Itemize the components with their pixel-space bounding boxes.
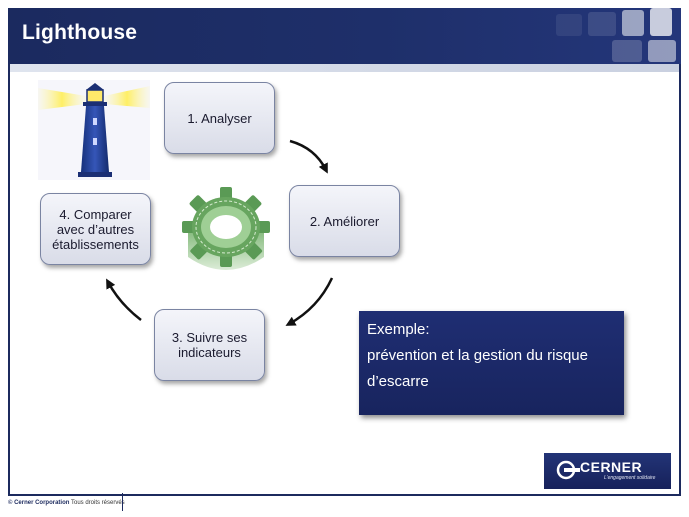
logo-tagline: L’engagement solidaire (604, 475, 656, 481)
slide-title: Lighthouse (22, 21, 138, 44)
footer-copyright: © Cerner Corporation Tous droits réservé… (8, 500, 125, 506)
example-heading: Exemple: (367, 321, 430, 338)
example-box: Exemple: prévention et la gestion du ris… (359, 311, 624, 415)
header-decoration (622, 10, 644, 36)
header-underband (10, 64, 679, 72)
step-ameliorer: 2. Améliorer (289, 185, 400, 257)
cerner-emblem-icon (556, 460, 580, 480)
step-analyser: 1. Analyser (164, 82, 275, 154)
footer-rights: Tous droits réservés (71, 500, 125, 506)
logo-word: CERNER (580, 459, 643, 475)
footer-divider (122, 493, 123, 511)
step-suivre: 3. Suivre ses indicateurs (154, 309, 265, 381)
header-decoration (588, 12, 616, 36)
example-line-1: prévention et la gestion du risque (367, 347, 588, 364)
lighthouse-icon (38, 80, 150, 180)
cerner-logo: CERNER L’engagement solidaire (544, 453, 671, 489)
slide-header: Lighthouse (8, 8, 681, 64)
step-comparer: 4. Comparer avec d’autres établissements (40, 193, 151, 265)
header-decoration (556, 14, 582, 36)
header-decoration (612, 40, 642, 62)
gear-icon (182, 187, 270, 270)
footer-company: © Cerner Corporation (8, 500, 70, 506)
header-decoration (650, 8, 672, 36)
example-line-2: d’escarre (367, 373, 429, 390)
header-decoration (648, 40, 676, 62)
